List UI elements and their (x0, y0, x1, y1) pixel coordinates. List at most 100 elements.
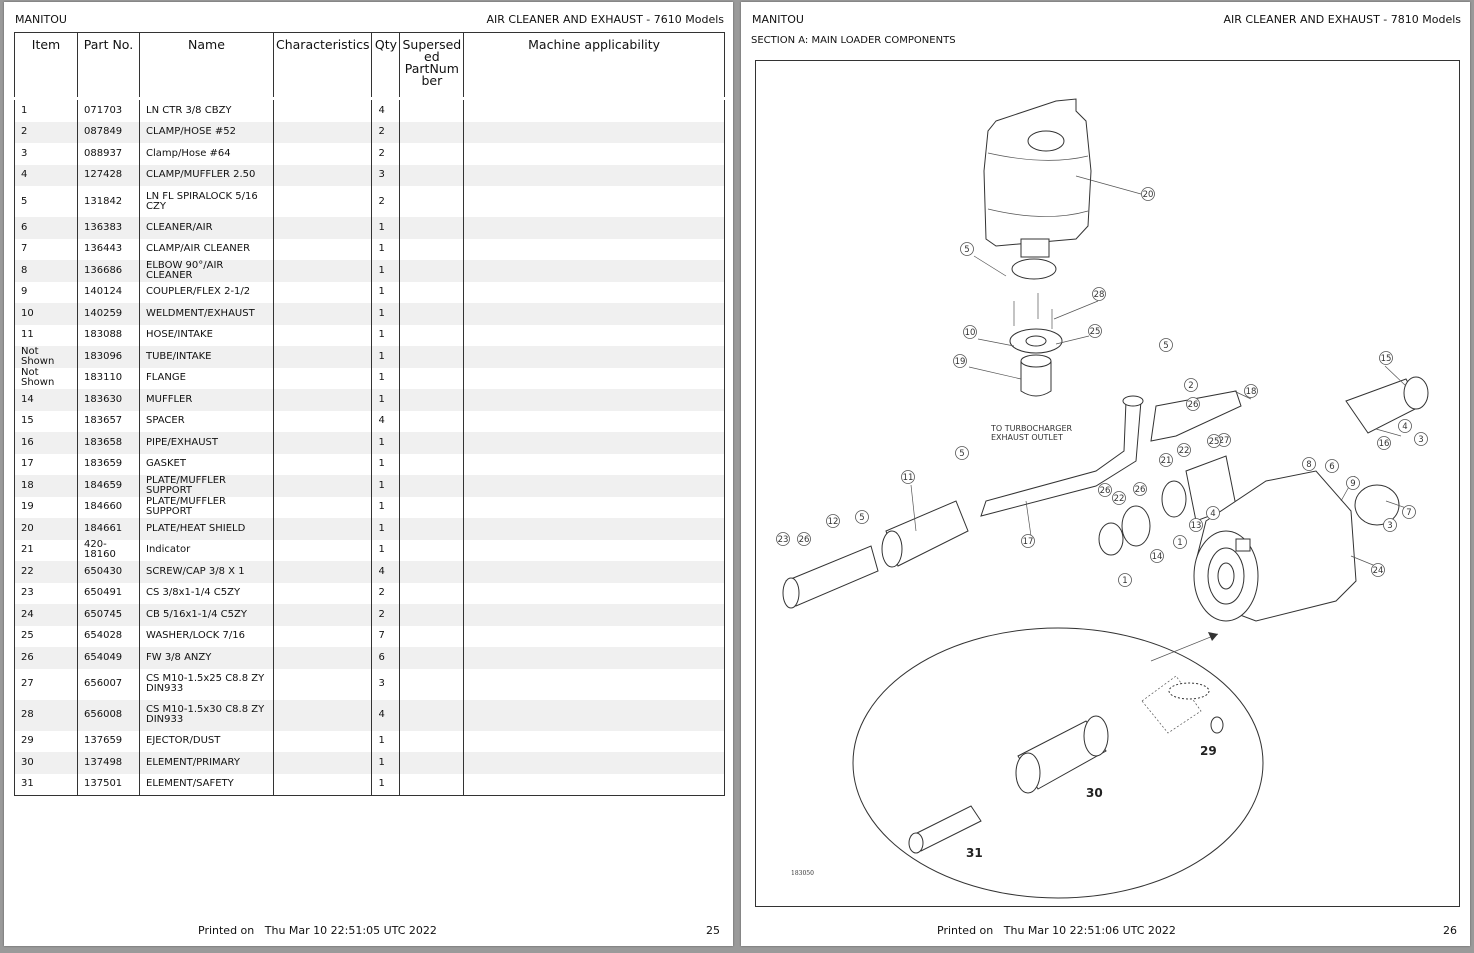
callout-3: 3 (1414, 432, 1428, 446)
cell-name: WASHER/LOCK 7/16 (139, 625, 274, 647)
cell-superseded (399, 281, 464, 303)
cell-name: LN FL SPIRALOCK 5/16 CZY (139, 186, 274, 217)
cell-machine-applicability (463, 561, 725, 583)
cell-machine-applicability (463, 647, 725, 669)
callout-21: 21 (1159, 453, 1173, 467)
cell-part-no: 137501 (77, 773, 140, 796)
cell-item: 24 (14, 604, 78, 626)
cell-part-no: 650491 (77, 582, 140, 604)
cell-part-no: 656007 (77, 668, 140, 700)
cell-superseded (399, 410, 464, 432)
printed-label: Printed on (937, 924, 994, 937)
cell-superseded (399, 324, 464, 346)
callout-5: 5 (955, 446, 969, 460)
cell-part-no: 184661 (77, 518, 140, 540)
printed-label: Printed on (198, 924, 255, 937)
page-title: AIR CLEANER AND EXHAUST - 7810 Models (1223, 13, 1461, 26)
cell-item: 15 (21, 415, 34, 427)
cell-superseded (399, 475, 464, 497)
cell-machine-applicability (463, 260, 725, 282)
cell-name: HOSE/INTAKE (139, 324, 274, 346)
cell-name: GASKET (139, 453, 274, 475)
cell-part-no: 183088 (77, 324, 140, 346)
cell-qty: 1 (371, 238, 400, 260)
cell-name: FLANGE (139, 367, 274, 389)
cell-superseded (399, 432, 464, 454)
cell-name: Indicator (139, 539, 274, 561)
svg-text:5: 5 (1163, 341, 1168, 351)
cell-qty: 1 (371, 730, 400, 752)
cell-part-no: 183110 (77, 367, 140, 389)
heat-shield-part (983, 98, 1092, 258)
callout-3: 3 (1383, 518, 1397, 532)
cell-characteristics (272, 346, 372, 368)
cell-superseded (399, 668, 464, 700)
brand-header: MANITOU (15, 13, 67, 26)
intake-hose-part (1098, 376, 1429, 556)
cell-qty: 3 (371, 164, 400, 186)
cell-characteristics (272, 164, 372, 186)
cell-part-no: 183657 (77, 410, 140, 432)
callout-1: 1 (1173, 535, 1187, 549)
cell-part-no: 131842 (77, 186, 140, 217)
callout-2: 2 (1184, 378, 1198, 392)
cell-machine-applicability (463, 143, 725, 165)
callout-14: 14 (1150, 549, 1164, 563)
cell-machine-applicability (463, 475, 725, 497)
callout-26: 26 (1133, 482, 1147, 496)
callout-22: 22 (1112, 491, 1126, 505)
cell-characteristics (272, 582, 372, 604)
callout-13: 13 (1189, 518, 1203, 532)
cell-name: ELEMENT/PRIMARY (139, 752, 274, 774)
cell-qty: 1 (371, 389, 400, 411)
superseded-line: Supersed (402, 37, 462, 52)
brand-header: MANITOU (752, 13, 804, 26)
cell-superseded (399, 496, 464, 518)
cell-superseded (399, 518, 464, 540)
cell-qty: 1 (371, 281, 400, 303)
column-header-qty: Qty (371, 32, 400, 99)
cell-name: CLAMP/MUFFLER 2.50 (139, 164, 274, 186)
section-title: SECTION A: MAIN LOADER COMPONENTS (751, 35, 956, 46)
cell-qty: 1 (371, 518, 400, 540)
cell-superseded (399, 238, 464, 260)
callout-6: 6 (1325, 459, 1339, 473)
cell-superseded (399, 143, 464, 165)
callout-27: 27 (1217, 433, 1231, 447)
callout-1: 1 (1118, 573, 1132, 587)
cell-characteristics (272, 475, 372, 497)
callout-25: 25 (1207, 434, 1221, 448)
svg-text:12: 12 (828, 517, 839, 527)
cell-part-no: 420-18160 (77, 539, 140, 561)
cell-superseded (399, 604, 464, 626)
svg-text:4: 4 (1210, 509, 1215, 519)
cell-qty: 2 (371, 143, 400, 165)
cell-item: 11 (21, 329, 34, 341)
callout-17: 17 (1021, 534, 1035, 548)
cell-part-no: 140124 (77, 281, 140, 303)
cell-superseded (399, 625, 464, 647)
svg-text:21: 21 (1161, 456, 1172, 466)
cell-characteristics (272, 367, 372, 389)
cell-characteristics (272, 410, 372, 432)
svg-text:25: 25 (1209, 437, 1220, 447)
cell-item: 28 (14, 699, 78, 731)
page-number: 25 (706, 924, 720, 937)
cell-part-no: 654028 (77, 625, 140, 647)
cell-qty: 1 (371, 475, 400, 497)
cell-characteristics (272, 432, 372, 454)
cell-name: LN CTR 3/8 CBZY (139, 97, 274, 122)
cell-superseded (399, 752, 464, 774)
cell-machine-applicability (463, 121, 725, 143)
cell-machine-applicability (463, 730, 725, 752)
column-header-machine-applicability: Machine applicability (463, 32, 725, 99)
svg-text:26: 26 (799, 535, 810, 545)
cell-part-no: 184659 (77, 475, 140, 497)
cell-characteristics (272, 97, 372, 122)
